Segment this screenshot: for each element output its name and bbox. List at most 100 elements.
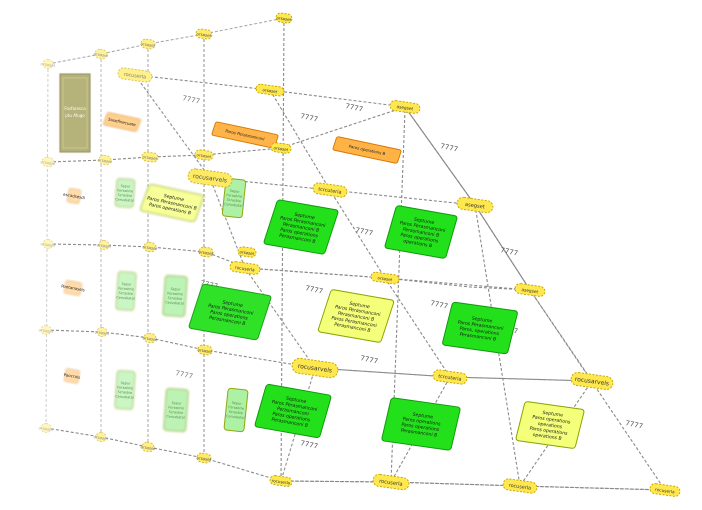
faded-box-text: Cerusbatal — [115, 394, 134, 399]
hub-node[interactable]: orsaset — [370, 271, 400, 285]
green-box-text: Septume — [471, 316, 493, 325]
orange-box[interactable]: Susefinecuate — [103, 112, 141, 132]
hub-node[interactable]: orsaset — [140, 38, 156, 50]
diagonal-connector — [280, 480, 668, 493]
hub-shape — [94, 48, 108, 60]
hub-node[interactable]: orsaset — [93, 48, 109, 60]
hub-node[interactable]: rocuserla — [117, 67, 153, 83]
hub-node[interactable]: rocuserla — [649, 483, 681, 497]
green-box-shape — [254, 383, 332, 439]
hub-node[interactable]: asegset — [456, 196, 494, 214]
orange-box[interactable]: Paros operations B — [332, 136, 402, 164]
hub-node[interactable]: rocuserla — [372, 473, 410, 491]
hub-node[interactable]: orsaset — [275, 12, 293, 24]
orange-box-shape — [63, 368, 81, 384]
orange-box[interactable]: Pontanaseis — [61, 280, 86, 296]
hub-node[interactable]: orsaset — [270, 142, 292, 154]
hub-node[interactable]: orsaset — [197, 344, 213, 356]
hub-node[interactable]: orsaset — [94, 326, 110, 338]
hub-node[interactable]: orsaset — [195, 28, 213, 40]
hub-node[interactable]: tcrcuteria — [312, 182, 348, 198]
hub-node[interactable]: rocusarvels — [187, 168, 233, 188]
hub-node[interactable]: asegset — [389, 100, 421, 114]
hub-label: orsaset — [38, 425, 54, 432]
hub-node[interactable]: orsaset — [93, 431, 109, 443]
hub-node[interactable]: orsaset — [40, 156, 56, 168]
orange-box[interactable]: escadsesdi — [63, 187, 86, 205]
hub-node[interactable]: rocuserla — [502, 478, 538, 494]
hub-label: rocusarvels — [574, 376, 609, 388]
orange-box-shape — [211, 121, 279, 149]
orange-box-shape — [63, 280, 83, 296]
hub-node[interactable]: orsaset — [140, 441, 156, 453]
hub-node[interactable]: orsaset — [198, 246, 214, 258]
hub-node[interactable]: orsaset — [40, 238, 56, 250]
faded-box-text: Sepur — [120, 184, 131, 189]
hub-node[interactable]: orsaset — [96, 239, 112, 251]
faded-box-text: Forasbrie — [117, 188, 133, 193]
hub-node[interactable]: orsaset — [97, 154, 113, 166]
orange-box[interactable]: Paros Perasmanconi — [211, 121, 279, 149]
hub-node[interactable]: orsaset — [40, 58, 56, 70]
hub-node[interactable]: orsaset — [142, 332, 158, 344]
hub-shape — [196, 452, 212, 464]
hub-node[interactable]: rocusarvels — [291, 357, 339, 379]
hub-shape — [229, 261, 261, 275]
hub-node[interactable]: orsaset — [255, 83, 285, 97]
hub-node[interactable]: orsaset — [141, 151, 159, 163]
green-box-shape — [263, 199, 339, 255]
hub-label: orsaset — [262, 87, 278, 94]
faded-box-text: Cerusbatal — [115, 197, 134, 202]
hub-label: tcrcuteria — [438, 374, 462, 383]
orange-box[interactable]: Paocrais — [63, 368, 81, 384]
hub-node[interactable]: rocusarvels — [570, 371, 614, 391]
hub-node[interactable]: asegset — [514, 283, 546, 297]
hub-shape — [98, 239, 110, 251]
green-box-text: Septume — [412, 412, 434, 421]
hub-node[interactable]: orsaset — [38, 324, 54, 336]
hub-shape — [456, 196, 494, 214]
hub-node[interactable]: tcrcuteria — [432, 369, 468, 385]
hub-label: orsaset — [142, 244, 158, 251]
faded-box-text: Cerusbatal — [224, 202, 243, 208]
edge-label: 7777 — [300, 439, 319, 451]
hub-label: orsaset — [93, 434, 109, 441]
faded-box-text: Forasbrie — [117, 385, 133, 390]
hub-node[interactable]: orsaset — [142, 241, 158, 253]
hub-node[interactable]: orsaset — [194, 149, 214, 161]
hub-node[interactable]: orsaset — [38, 422, 54, 434]
panel-inner-border — [62, 77, 88, 149]
hub-node[interactable]: orsaset — [237, 246, 257, 258]
hub-shape — [432, 369, 468, 385]
faded-box-text: Sepur — [120, 381, 131, 386]
hub-shape — [514, 283, 546, 297]
hub-label: orsaset — [198, 249, 214, 256]
hub-shape — [270, 142, 292, 154]
hub-label: rocuserla — [655, 487, 676, 496]
lime-box-shape — [140, 183, 204, 223]
hub-shape — [649, 483, 681, 497]
faded-box-text: Forasbrie — [226, 193, 242, 199]
hub-node[interactable]: rocuserla — [229, 261, 261, 275]
lime-box-text: operations — [537, 421, 563, 430]
hub-node[interactable]: orsaset — [196, 452, 212, 464]
hub-node[interactable]: rocuserla — [269, 475, 293, 487]
